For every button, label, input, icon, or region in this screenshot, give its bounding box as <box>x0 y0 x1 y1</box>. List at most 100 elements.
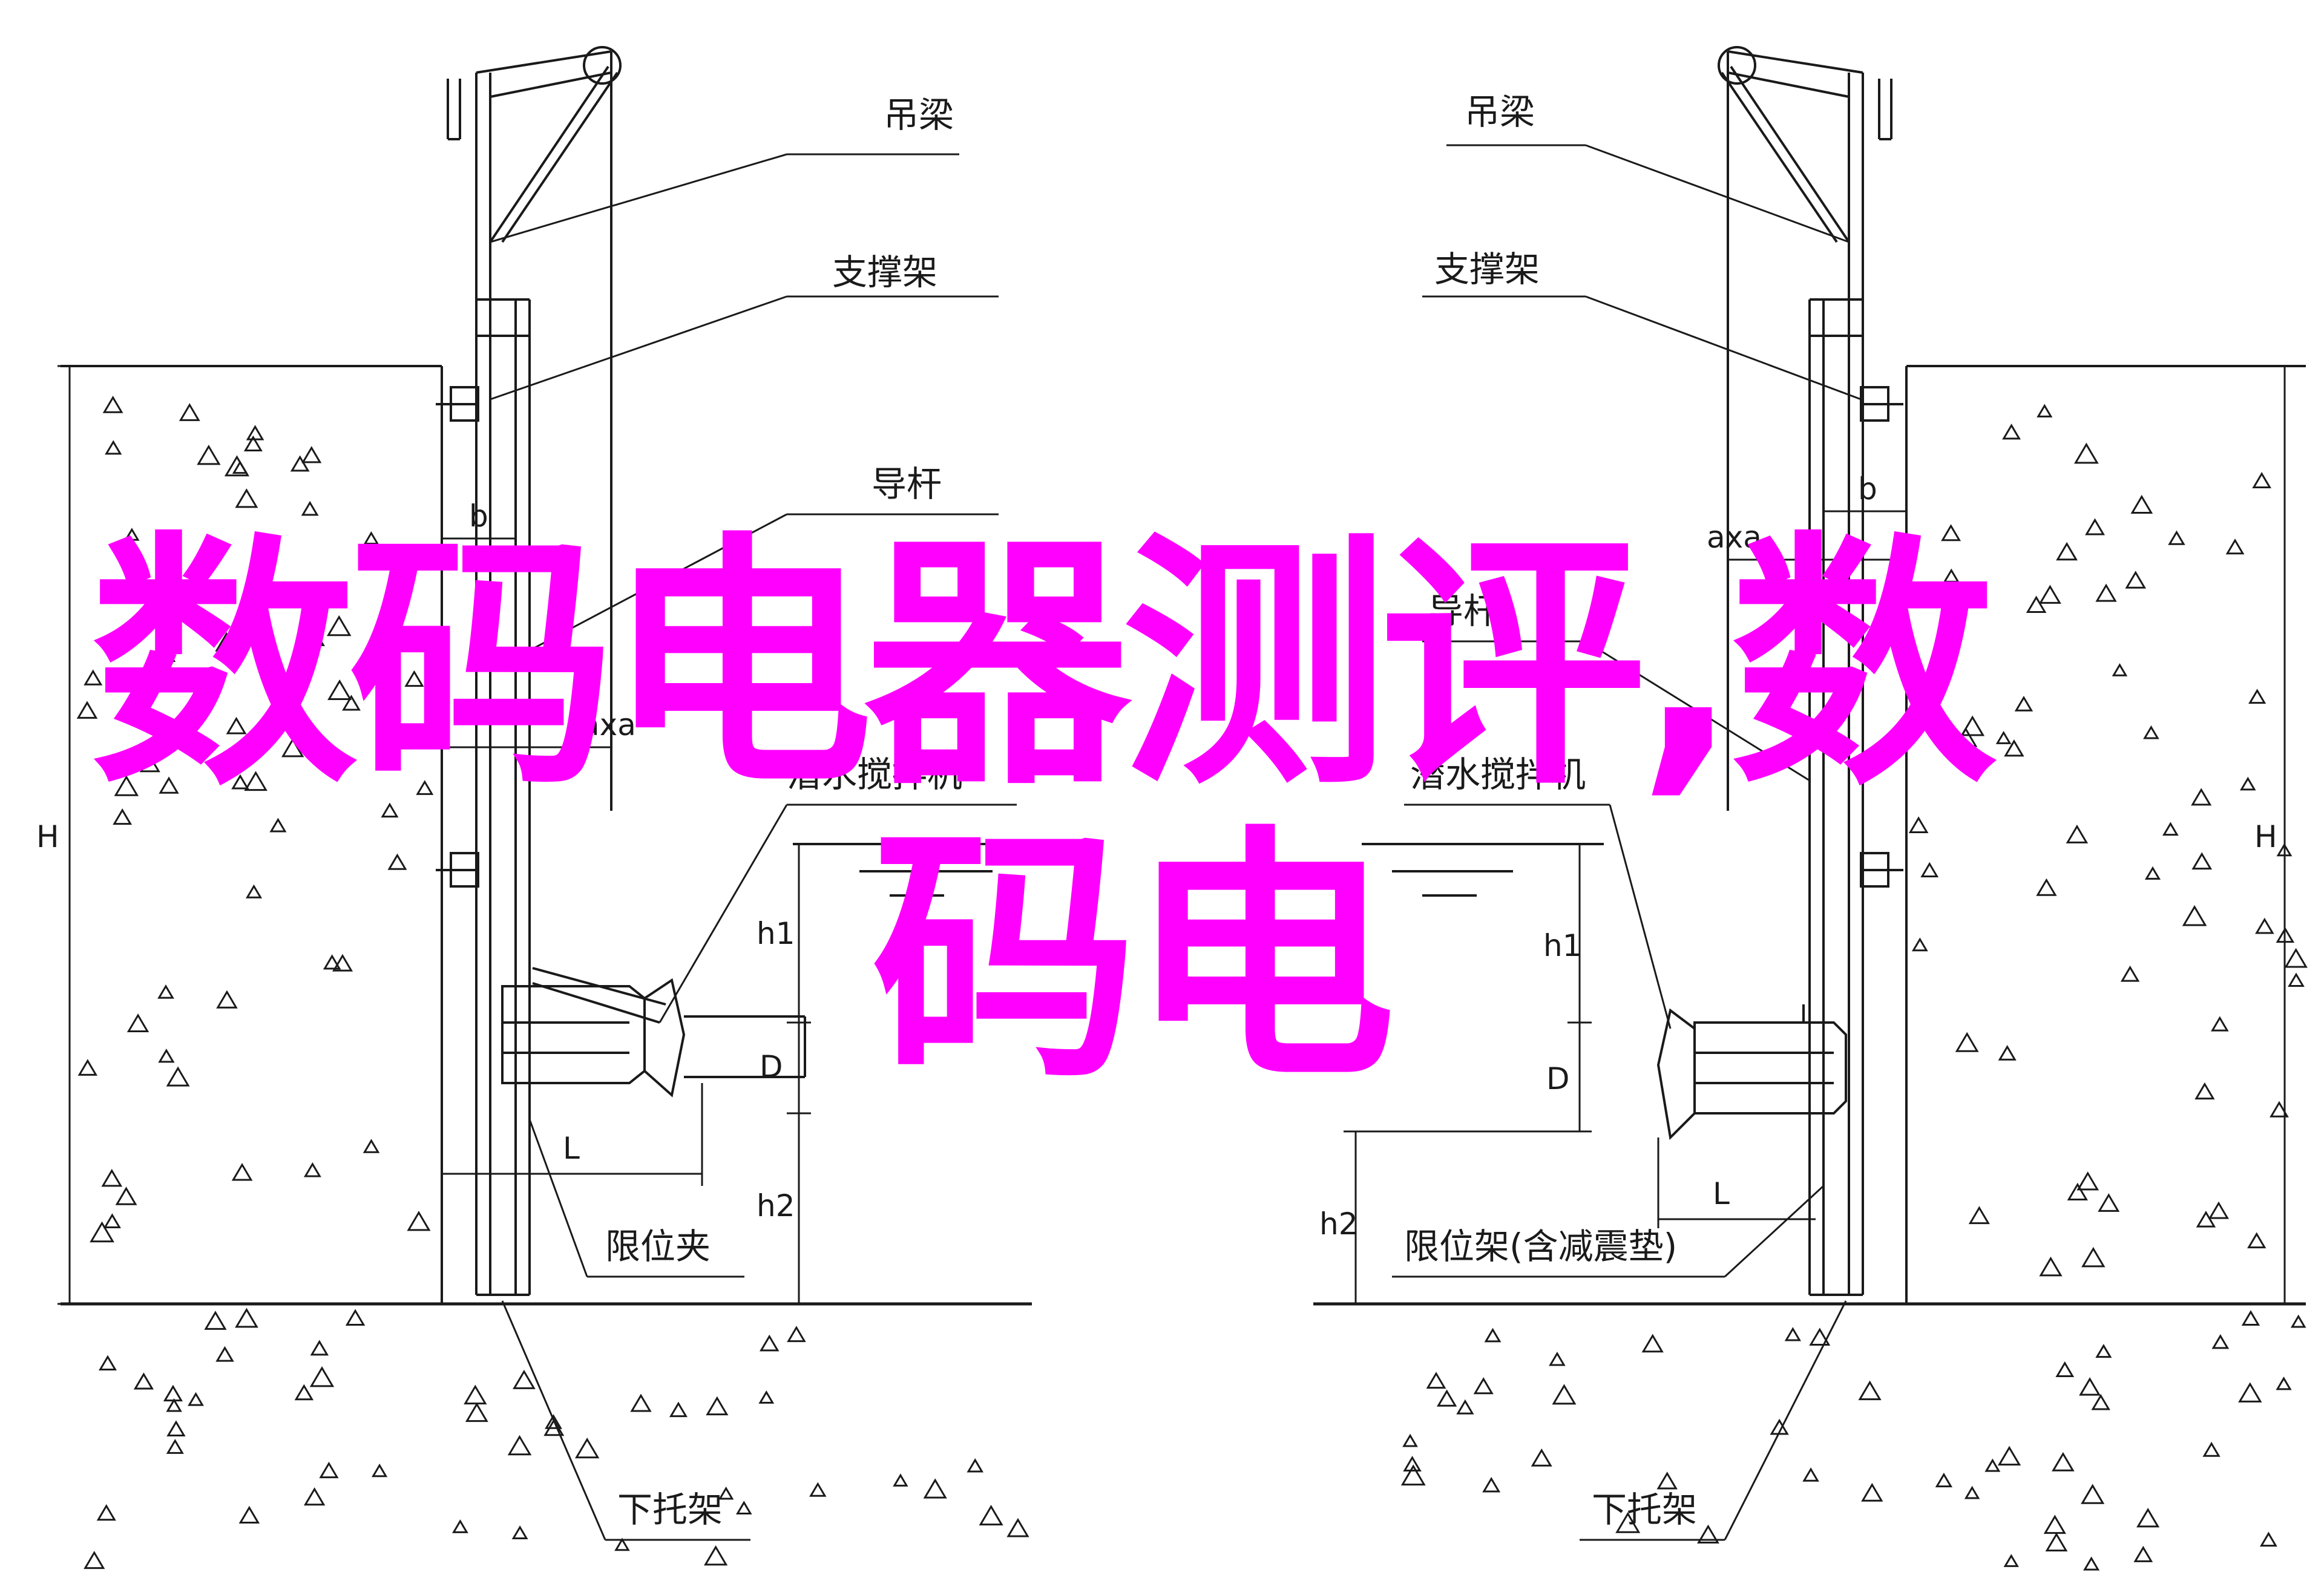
aggregate-triangle <box>102 396 123 413</box>
aggregate-triangle <box>2067 1182 2088 1200</box>
aggregate-triangle <box>2083 1556 2100 1571</box>
dim-L-right: L <box>1713 1176 1730 1211</box>
aggregate-triangle <box>979 1505 1003 1526</box>
aggregate-triangle <box>2055 1361 2075 1378</box>
aggregate-triangle <box>1964 1485 1980 1499</box>
overlay-text-line-1: 数码电器测评,数 <box>91 511 1997 820</box>
aggregate-triangle <box>809 1482 827 1497</box>
dim-h2-right: h2 <box>1319 1206 1358 1242</box>
aggregate-triangle <box>2168 530 2185 545</box>
right-hoist-beam <box>1718 46 1892 811</box>
aggregate-triangle <box>1911 937 1928 952</box>
label-mixer-right: 潜水搅拌机 <box>1410 754 1586 795</box>
aggregate-triangle <box>1697 1524 1719 1544</box>
aggregate-triangle <box>148 730 170 750</box>
aggregate-triangle <box>204 1311 227 1330</box>
aggregate-triangle <box>1943 568 1960 583</box>
aggregate-triangle <box>464 1384 487 1405</box>
aggregate-triangle <box>923 1478 947 1499</box>
aggregate-triangle <box>301 500 319 516</box>
aggregate-triangle <box>704 1545 728 1566</box>
aggregate-triangle <box>1960 715 1985 736</box>
aggregate-triangle <box>1531 1448 1552 1467</box>
aggregate-triangle <box>452 1519 468 1533</box>
left-mixer <box>501 967 806 1098</box>
aggregate-triangle <box>166 1066 190 1087</box>
aggregate-triangle <box>2191 788 2212 806</box>
aggregate-triangle <box>235 488 258 508</box>
aggregate-triangle <box>2076 1171 2099 1191</box>
aggregate-triangle <box>238 1505 260 1524</box>
aggregate-triangle <box>893 1473 908 1487</box>
aggregate-triangle <box>1998 1045 2017 1061</box>
aggregate-triangle <box>2238 1382 2262 1403</box>
aggregate-triangle <box>2130 494 2153 514</box>
aggregate-triangle <box>166 1398 182 1412</box>
aggregate-triangle <box>231 774 249 790</box>
aggregate-triangle <box>243 435 263 451</box>
label-hoist-beam-left: 吊梁 <box>884 94 954 136</box>
right-support-brackets <box>1860 386 1903 888</box>
aggregate-triangle <box>2002 424 2021 440</box>
label-lower-bracket-left: 下托架 <box>617 1489 723 1530</box>
aggregate-triangle <box>1955 1032 1979 1052</box>
aggregate-triangle <box>76 701 98 719</box>
aggregate-triangle <box>124 528 140 541</box>
aggregate-triangle <box>153 642 176 663</box>
label-mixer-left: 潜水搅拌机 <box>787 754 962 795</box>
aggregate-triangle <box>2095 1344 2112 1358</box>
aggregate-triangle <box>2290 1314 2306 1328</box>
aggregate-triangle <box>543 1418 565 1436</box>
label-limit-clamp-left: 限位夹 <box>605 1226 711 1267</box>
left-wall <box>61 365 1032 1306</box>
left-water-lines <box>793 843 1029 897</box>
aggregate-triangle <box>309 1366 335 1387</box>
aggregate-triangle <box>319 1461 339 1479</box>
aggregate-triangle <box>2276 927 2295 943</box>
aggregate-triangle <box>2095 583 2117 602</box>
aggregate-triangle <box>2210 1016 2229 1032</box>
aggregate-triangle <box>2144 866 2161 880</box>
aggregate-triangle <box>2252 472 2271 488</box>
aggregate-triangle <box>105 440 122 455</box>
label-support-frame-left: 支撑架 <box>832 252 937 293</box>
aggregate-triangle <box>386 617 402 631</box>
aggregate-triangle <box>244 771 268 791</box>
aggregate-triangle <box>759 1334 780 1352</box>
aggregate-triangle <box>1770 1418 1789 1435</box>
aggregate-triangle <box>2052 1452 2075 1471</box>
aggregate-triangle <box>77 1059 98 1076</box>
aggregate-triangle <box>387 853 407 870</box>
label-guide-rod-left: 导杆 <box>872 463 942 505</box>
aggregate-triangle <box>245 884 263 899</box>
aggregate-triangle <box>310 1340 329 1356</box>
aggregate-triangle <box>706 1396 729 1416</box>
aggregate-triangle <box>139 754 160 773</box>
right-wall <box>1313 365 2306 1306</box>
aggregate-triangle <box>231 1163 253 1181</box>
aggregate-triangle <box>574 1438 600 1459</box>
right-mixer <box>1656 1004 1847 1141</box>
aggregate-triangle <box>2194 1082 2215 1100</box>
aggregate-triangle <box>103 1213 121 1228</box>
aggregate-triangle <box>2239 776 2256 791</box>
right-leader-lines <box>1392 144 1862 1541</box>
left-support-brackets <box>436 386 479 888</box>
aggregate-triangle <box>1861 1482 1883 1502</box>
aggregate-triangle <box>2208 1201 2229 1219</box>
aggregate-triangle <box>1928 710 1948 727</box>
aggregate-triangle <box>2004 739 2024 757</box>
label-guide-rod-right: 导杆 <box>1428 591 1498 632</box>
dim-h1-left: h1 <box>757 916 795 951</box>
aggregate-triangle <box>157 984 174 999</box>
aggregate-triangle <box>630 1393 652 1412</box>
aggregate-triangle <box>90 1221 114 1243</box>
aggregate-triangle <box>416 780 434 795</box>
aggregate-triangle <box>2003 1554 2019 1567</box>
aggregate-triangle <box>1641 1334 1664 1353</box>
aggregate-triangle <box>303 1487 326 1506</box>
aggregate-triangle <box>2191 852 2213 870</box>
aggregate-triangle <box>113 808 133 825</box>
aggregate-triangle <box>235 1308 258 1328</box>
aggregate-triangle <box>158 1049 175 1063</box>
